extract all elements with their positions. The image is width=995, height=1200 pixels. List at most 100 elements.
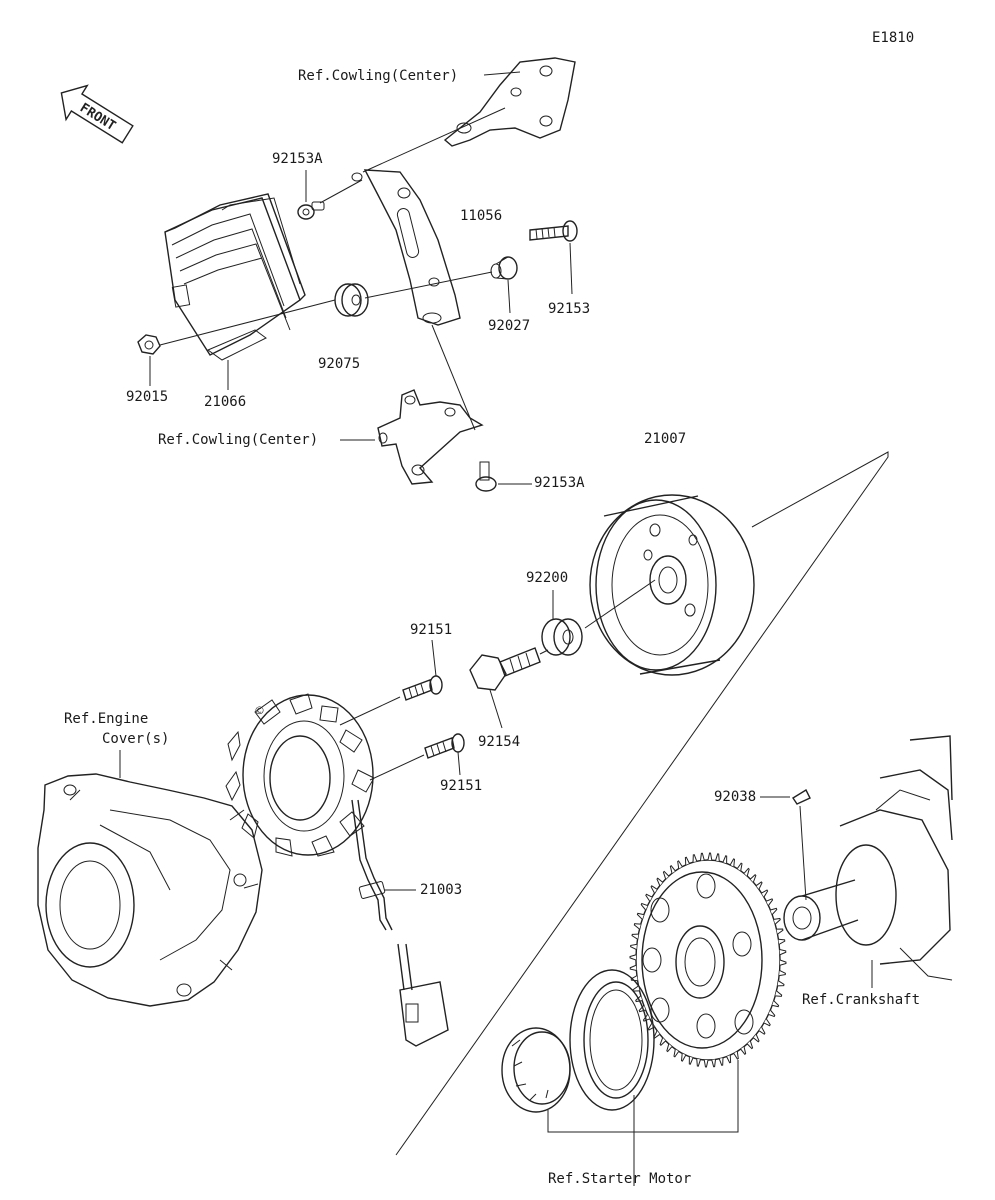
leader-line xyxy=(569,242,573,295)
gear-tooth xyxy=(779,949,787,956)
label-92153: 92153 xyxy=(548,301,590,317)
gear-tooth xyxy=(779,959,787,966)
gear-tooth xyxy=(761,889,769,898)
leader-line xyxy=(319,179,363,204)
gear-tooth xyxy=(775,990,783,997)
group-bracket-line xyxy=(547,1060,739,1133)
gear-tooth xyxy=(688,1056,694,1065)
gear-tooth xyxy=(630,943,637,950)
gear-tooth xyxy=(703,1059,709,1068)
label-ref-engine-cover-1: Ref.Engine xyxy=(64,711,148,727)
label-11056: 11056 xyxy=(460,208,502,224)
gear-tooth xyxy=(743,867,750,877)
label-ref-cowling-bottom: Ref.Cowling(Center) xyxy=(158,432,318,448)
label-92015: 92015 xyxy=(126,389,168,405)
gear-tooth xyxy=(746,1040,754,1050)
front-arrow-icon: FRONT xyxy=(60,84,134,144)
label-ref-cowling-top: Ref.Cowling(Center) xyxy=(298,68,458,84)
stator-21003: © xyxy=(225,693,449,1047)
cowling-bracket-bottom xyxy=(377,389,484,485)
leader-line xyxy=(159,299,336,346)
gear-tooth xyxy=(699,852,705,861)
gear-tooth xyxy=(680,1053,687,1062)
gear-tooth xyxy=(729,858,736,867)
gear-tooth xyxy=(718,1057,724,1066)
gear-tooth xyxy=(650,885,658,894)
gear-tooth xyxy=(633,923,641,930)
gear-tooth xyxy=(736,862,743,871)
bolt-92153 xyxy=(529,220,578,242)
gear-tooth xyxy=(763,1018,771,1027)
gear-tooth xyxy=(640,902,648,911)
leader-line xyxy=(507,279,511,314)
gear-tooth xyxy=(656,877,664,886)
regulator-21066 xyxy=(164,193,306,361)
gear-tooth xyxy=(711,1059,717,1068)
gear-tooth xyxy=(779,970,786,977)
leader-line xyxy=(799,805,807,901)
label-21066: 21066 xyxy=(204,394,246,410)
bolt-92154 xyxy=(469,647,541,691)
label-92027: 92027 xyxy=(488,318,530,334)
gear-tooth xyxy=(677,860,683,869)
gear-tooth xyxy=(653,1030,661,1039)
gear-tooth xyxy=(755,881,763,890)
gear-tooth xyxy=(772,1000,780,1008)
gear-tooth xyxy=(776,928,784,935)
bolt-92151-top xyxy=(402,675,443,701)
key-92038 xyxy=(792,789,811,805)
label-92153a-top: 92153A xyxy=(272,151,323,167)
gear-tooth xyxy=(715,853,720,862)
label-ref-engine-cover-2: Cover(s) xyxy=(102,731,169,747)
nut-92015 xyxy=(137,334,161,355)
flywheel-21007 xyxy=(589,494,755,676)
bolt-92153a-bottom xyxy=(475,461,497,492)
damper-92075 xyxy=(334,283,369,317)
gear-tooth xyxy=(768,1009,776,1018)
gear-tooth xyxy=(684,856,690,865)
gear-tooth xyxy=(645,893,653,902)
leader-line xyxy=(339,696,401,726)
gear-tooth xyxy=(629,964,637,971)
label-92151-top: 92151 xyxy=(410,622,452,638)
gear-tooth xyxy=(659,1037,667,1046)
label-92154: 92154 xyxy=(478,734,520,750)
label-21007: 21007 xyxy=(644,431,686,447)
gear-tooth xyxy=(733,1051,739,1060)
stay-bracket-11056 xyxy=(351,169,461,326)
gear-tooth xyxy=(662,870,670,880)
label-92075: 92075 xyxy=(318,356,360,372)
gear-tooth xyxy=(770,907,778,915)
starter-clutch-housing xyxy=(569,969,655,1111)
gear-tooth xyxy=(692,854,698,863)
gear-tooth xyxy=(777,980,785,987)
label-ref-crankshaft: Ref.Crankshaft xyxy=(802,992,920,1008)
label-21003: 21003 xyxy=(420,882,462,898)
leader-line xyxy=(364,271,493,299)
cowling-bracket-top xyxy=(443,57,576,147)
gear-tooth xyxy=(758,1026,766,1035)
collar-92027 xyxy=(490,256,518,280)
gear-tooth xyxy=(631,933,639,940)
leader-line xyxy=(369,754,425,781)
label-92038: 92038 xyxy=(714,789,756,805)
gear-tooth xyxy=(722,855,728,864)
gear-tooth xyxy=(629,954,637,961)
gear-tooth xyxy=(666,1043,673,1053)
leader-line xyxy=(362,107,506,173)
starter-clutch-gear xyxy=(629,852,787,1068)
gear-tooth xyxy=(773,917,781,925)
copyright-mark: © xyxy=(254,704,265,717)
front-label: FRONT xyxy=(77,101,118,135)
assembly-bracket-line xyxy=(395,451,889,1156)
gear-tooth xyxy=(673,1049,680,1058)
gear-tooth xyxy=(749,874,757,883)
gear-tooth xyxy=(669,864,676,874)
gear-tooth xyxy=(726,1055,732,1064)
label-92153a-bottom: 92153A xyxy=(534,475,585,491)
leader-line xyxy=(489,689,503,729)
gear-tooth xyxy=(766,898,774,906)
gear-tooth xyxy=(636,912,644,920)
